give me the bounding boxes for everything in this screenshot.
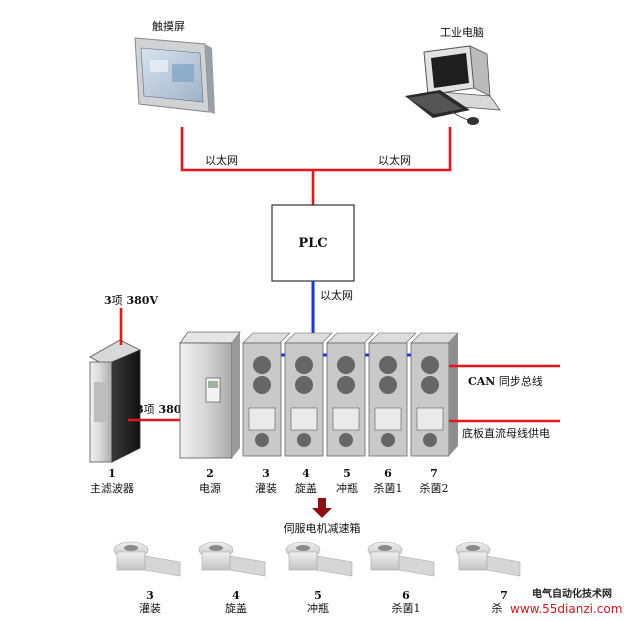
motor-name: 灌装 [139,602,161,615]
servo-motors [113,541,521,577]
plc-ethernet-label: 以太网 [320,289,353,302]
module-name: 灌装 [255,482,277,495]
motor-name: 杀 [492,601,503,615]
power-supply-device [179,331,241,459]
servo-drive-5 [326,332,375,457]
module-name: 冲瓶 [336,481,358,495]
module-name: 主滤波器 [90,482,134,495]
ethernet-right-label: 以太网 [378,154,411,167]
module-num: 7 [430,467,438,480]
module-num: 5 [343,467,351,480]
motor-name: 冲瓶 [307,601,329,615]
module-name: 杀菌1 [374,481,403,495]
module-num: 2 [206,467,214,480]
module-num: 3 [262,467,270,480]
servo-drive-3 [242,332,291,457]
module-name: 杀菌2 [420,481,449,495]
watermark: 电气自动化技术网 www.55dianzi.com [510,587,622,616]
touchscreen-label: 触摸屏 [152,19,185,33]
servo-motor-caption: 伺服电机减速箱 [284,521,361,535]
touchscreen-device [134,37,215,114]
plc-label: PLC [298,236,327,251]
motor-labels: 3 灌装 4 旋盖 5 冲瓶 6 杀菌1 7 杀 [139,589,508,615]
ethernet-network [180,127,452,205]
ethernet-left-label: 以太网 [205,154,238,167]
can-bus-label: CAN 同步总线 [468,374,543,388]
main-filter-device [89,339,141,463]
motor-num: 4 [232,589,240,602]
motor-name: 旋盖 [225,601,247,615]
module-num: 4 [302,467,310,480]
servo-motor-5 [285,541,353,577]
watermark-line2: www.55dianzi.com [510,602,622,616]
module-name: 电源 [199,481,221,495]
module-labels: 1 主滤波器 2 电源 3 灌装 4 旋盖 5 冲瓶 6 杀菌1 7 杀菌2 [90,467,449,495]
module-num: 1 [108,467,116,480]
servo-drive-6 [368,332,417,457]
motor-num: 7 [500,589,508,602]
servo-motor-6 [367,541,435,577]
module-name: 旋盖 [295,481,317,495]
power-input-top: 3项 380V [104,294,158,307]
power-input-lines [119,308,180,422]
motor-name: 杀菌1 [392,601,421,615]
motor-num: 5 [314,589,322,602]
servo-motor-4 [198,541,266,577]
motor-num: 3 [146,589,154,602]
servo-drive-4 [284,332,333,457]
servo-motor-3 [113,541,181,577]
servo-drive-modules [242,332,459,457]
industrial-pc-device [405,45,501,125]
watermark-line1: 电气自动化技术网 [532,587,612,600]
servo-motor-7 [455,541,521,577]
industrial-pc-label: 工业电脑 [440,26,484,39]
servo-drive-7 [410,332,459,457]
motor-num: 6 [402,589,410,602]
module-num: 6 [384,467,392,480]
bus-lines [449,364,560,423]
down-arrow-icon [312,498,332,518]
dc-bus-label: 底板直流母线供电 [462,426,550,440]
